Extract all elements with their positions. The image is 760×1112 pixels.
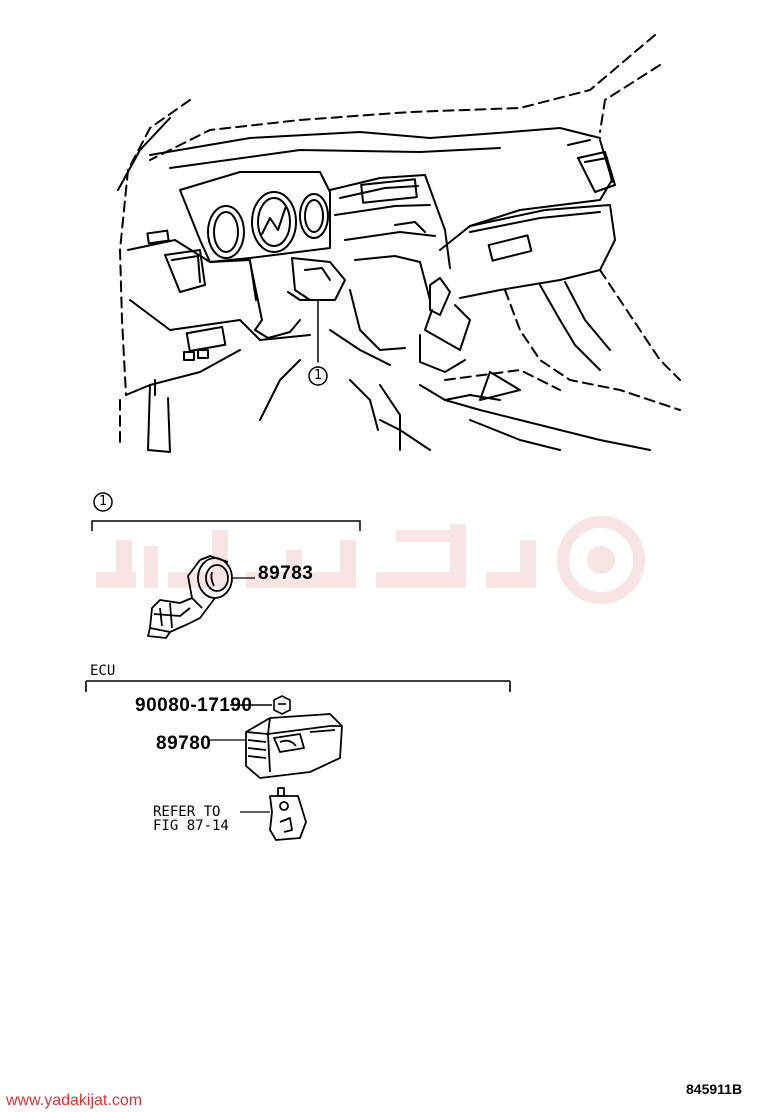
part-number-90080-17190: 90080-17190: [135, 695, 253, 716]
key-cylinder-drawing: [147, 555, 255, 639]
group-callout-1: 1: [99, 494, 108, 509]
reference-line-1: REFER TO: [153, 804, 221, 820]
group-1-bracket: [91, 492, 361, 531]
nut-drawing: [230, 695, 291, 715]
website-watermark: www.yadakijat.com: [6, 1092, 143, 1109]
dashboard-illustration: [117, 34, 681, 453]
part-number-89780: 89780: [156, 733, 212, 754]
part-number-89783: 89783: [258, 563, 314, 584]
reference-line-2: FIG 87-14: [153, 818, 229, 834]
group-label-ecu: ECU: [90, 663, 116, 679]
ecu-module-drawing: [210, 713, 343, 779]
ecu-bracket: [85, 680, 511, 692]
bracket-drawing: [240, 787, 307, 841]
dashboard-callout-1: 1: [314, 368, 323, 383]
figure-code: 845911B: [686, 1081, 743, 1097]
